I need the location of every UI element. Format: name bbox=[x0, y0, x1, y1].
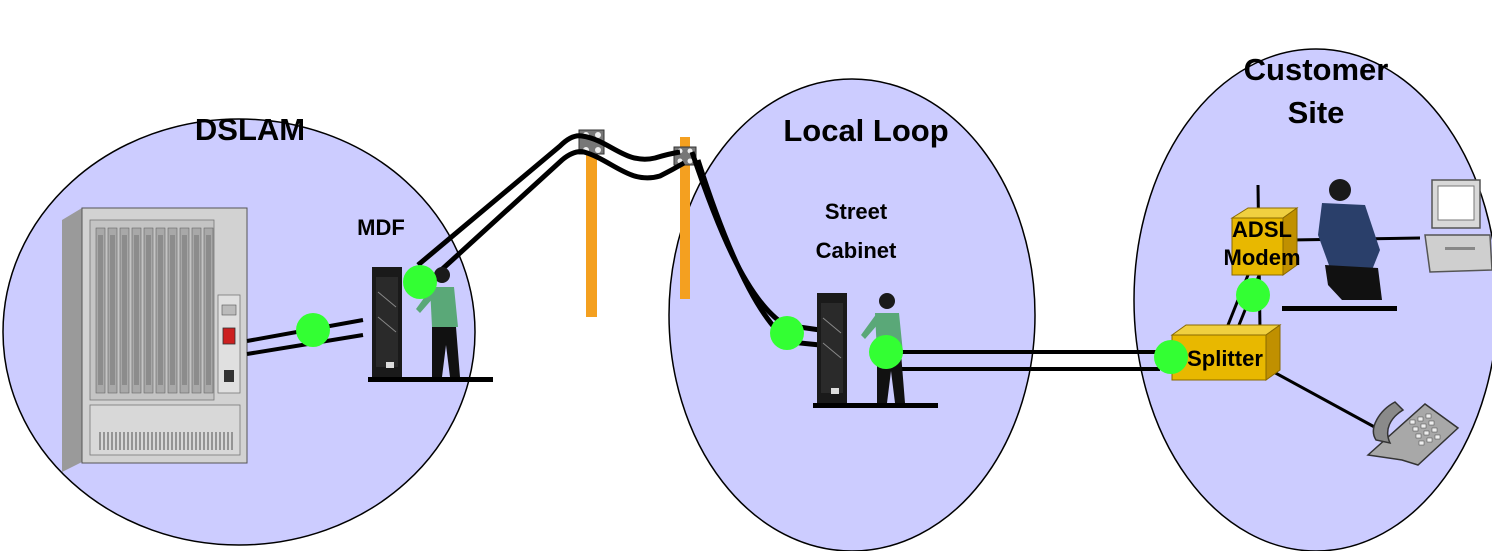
keypad-key bbox=[1415, 433, 1422, 439]
test-point bbox=[1236, 278, 1270, 312]
keypad-key bbox=[1434, 434, 1441, 440]
keypad-key bbox=[1409, 419, 1416, 425]
cable-cabinet-to-customer bbox=[888, 350, 1160, 371]
rack-slot-face bbox=[194, 235, 199, 385]
street-cabinet-label-line1: Street bbox=[825, 199, 888, 224]
local-loop-zone bbox=[668, 78, 1036, 551]
adsl-modem-label-line1: ADSL bbox=[1232, 217, 1292, 242]
test-point bbox=[403, 265, 437, 299]
customer-site-title-line2: Site bbox=[1288, 95, 1345, 130]
rack-slot-face bbox=[182, 235, 187, 385]
dslam-rack-icon bbox=[62, 207, 248, 472]
keypad-key bbox=[1428, 420, 1435, 426]
keypad-key bbox=[1423, 430, 1430, 436]
test-point bbox=[1154, 340, 1188, 374]
rack-slot-face bbox=[122, 235, 127, 385]
keypad-key bbox=[1417, 416, 1424, 422]
adsl-modem-label-line2: Modem bbox=[1224, 245, 1301, 270]
mdf-label: MDF bbox=[357, 215, 405, 240]
rack-slot-face bbox=[134, 235, 139, 385]
dslam-zone-title: DSLAM bbox=[195, 112, 305, 147]
adsl-modem-device bbox=[1230, 207, 1299, 276]
rack-slot-face bbox=[206, 235, 211, 385]
keypad-key bbox=[1412, 426, 1419, 432]
local-loop-zone-title: Local Loop bbox=[783, 113, 948, 148]
test-point bbox=[770, 316, 804, 350]
technician-icon bbox=[1282, 179, 1397, 311]
keypad-key bbox=[1425, 413, 1432, 419]
test-point bbox=[296, 313, 330, 347]
splitter-device bbox=[1170, 324, 1282, 381]
rack-slot-face bbox=[146, 235, 151, 385]
test-point bbox=[869, 335, 903, 369]
rack-slot-face bbox=[110, 235, 115, 385]
street-cabinet-label-line2: Cabinet bbox=[816, 238, 897, 263]
customer-site-title-line1: Customer bbox=[1244, 52, 1389, 87]
keypad-key bbox=[1431, 427, 1438, 433]
computer-icon bbox=[1424, 179, 1492, 273]
telephone-icon bbox=[1366, 401, 1460, 466]
rack-slot-face bbox=[158, 235, 163, 385]
splitter-label: Splitter bbox=[1187, 346, 1263, 371]
rack-slot-face bbox=[98, 235, 103, 385]
rack-slot-face bbox=[170, 235, 175, 385]
keypad-key bbox=[1420, 423, 1427, 429]
keypad-key bbox=[1418, 440, 1425, 446]
keypad-key bbox=[1426, 437, 1433, 443]
